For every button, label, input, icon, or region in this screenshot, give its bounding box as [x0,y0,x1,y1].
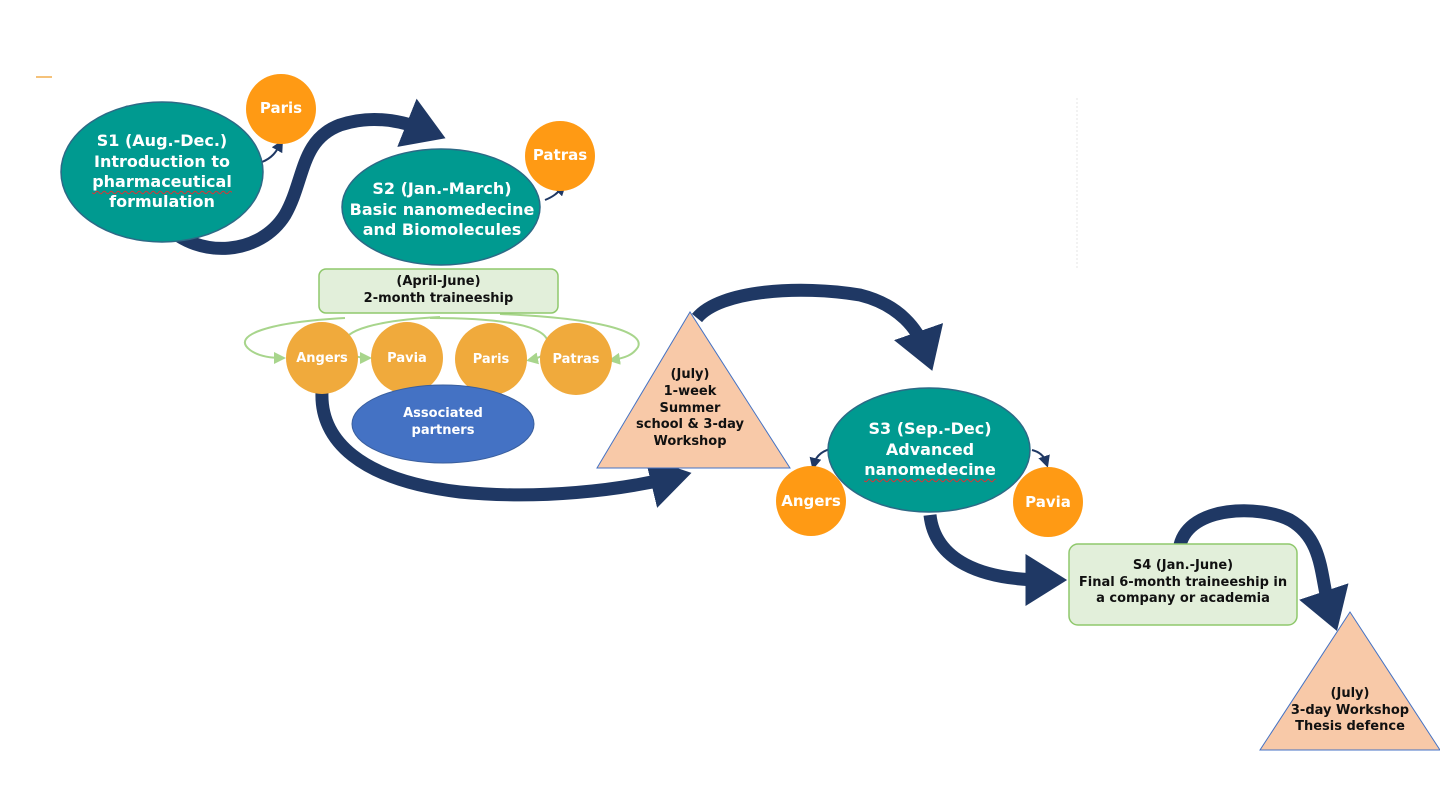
s1-city-label: Paris [259,99,303,118]
arrow-s3-to-pavia [1031,449,1050,468]
s1-title: S1 (Aug.-Dec.) [96,131,228,151]
flow-arrow-s4-to-final [1173,504,1349,631]
traineeship-city-circle-2 [371,322,443,394]
s2-line: Basic nanomedecine [349,199,535,219]
traineeship-city-circle-4 [540,323,612,395]
s3-line: nanomedecine [864,460,996,480]
associated-partners-label: Associated partners [372,400,514,446]
s2-city-circle [525,121,595,191]
final-line: (July) [1330,686,1370,702]
s2-city-label: Patras [532,146,588,165]
s3-city-circle-2 [1013,467,1083,537]
summer-line: school & 3-day [636,417,744,433]
s3-line: Advanced [885,439,975,459]
flow-arrow-traineeship-to-summer [315,391,692,508]
s4-label: S4 (Jan.-June) Final 6-month traineeship… [1069,548,1297,618]
summer-label: (July) 1-week Summer school & 3-day Work… [620,356,760,462]
traineeship-city-circle-3 [455,323,527,395]
s3-title: S3 (Sep.-Dec) [868,419,992,439]
s3-city-label: Angers [781,492,841,511]
final-line: 3-day Workshop [1290,702,1410,718]
traineeship-city-circle-1 [286,322,358,394]
traineeship-period: (April-June) [396,274,481,290]
flow-arrow-s1-to-s2 [160,98,446,255]
s3-label: S3 (Sep.-Dec) Advanced nanomedecine [830,412,1030,488]
traineeship-city-label: Paris [472,351,510,367]
final-label: (July) 3-day Workshop Thesis defence [1280,678,1420,744]
s1-city-circle [246,74,316,144]
final-triangle [1259,611,1440,751]
associated-partners-ellipse [351,384,535,464]
s3-ellipse [827,387,1031,513]
traineeship-label: (April-June) 2-month traineeship [319,270,558,312]
s4-line: a company or academia [1096,591,1270,607]
green-arrow-to-patras [499,313,640,365]
s2-label: S2 (Jan.-March) Basic nanomedecine and B… [342,174,542,246]
s3-city-circle-1 [776,466,846,536]
associated-line: Associated [403,406,483,422]
traineeship-title: 2-month traineeship [363,291,514,306]
s1-line: Introduction to [94,151,230,171]
s4-title: S4 (Jan.-June) [1132,558,1234,574]
arrow-s1-to-paris [261,139,283,163]
s1-label: S1 (Aug.-Dec.) Introduction to pharmaceu… [62,108,262,236]
s1-line: formulation [109,192,215,212]
summer-line: 1-week [663,384,717,400]
traineeship-city-label: Pavia [387,350,427,366]
associated-line: partners [411,423,475,438]
s3-city-label: Pavia [1025,493,1071,512]
summer-triangle [596,311,791,469]
s4-line: Final 6-month traineeship in [1078,574,1288,590]
traineeship-city-label: Angers [296,350,348,366]
s4-box [1068,543,1298,626]
green-arrow-to-angers [243,317,346,364]
flow-arrow-summer-to-s3 [691,283,944,371]
flow-arrow-s3-to-s4 [923,513,1068,606]
summer-line: (July) [670,367,710,383]
s2-ellipse [341,148,541,266]
traineeship-box [318,268,559,314]
s1-line: pharmaceutical [92,172,232,191]
summer-line: Workshop [653,433,727,449]
s1-ellipse [60,101,264,243]
final-line: Thesis defence [1295,719,1405,735]
s2-title: S2 (Jan.-March) [372,179,512,199]
traineeship-city-label: Patras [552,351,600,367]
s2-line: and Biomolecules [362,220,522,240]
summer-line: Summer [659,400,721,416]
